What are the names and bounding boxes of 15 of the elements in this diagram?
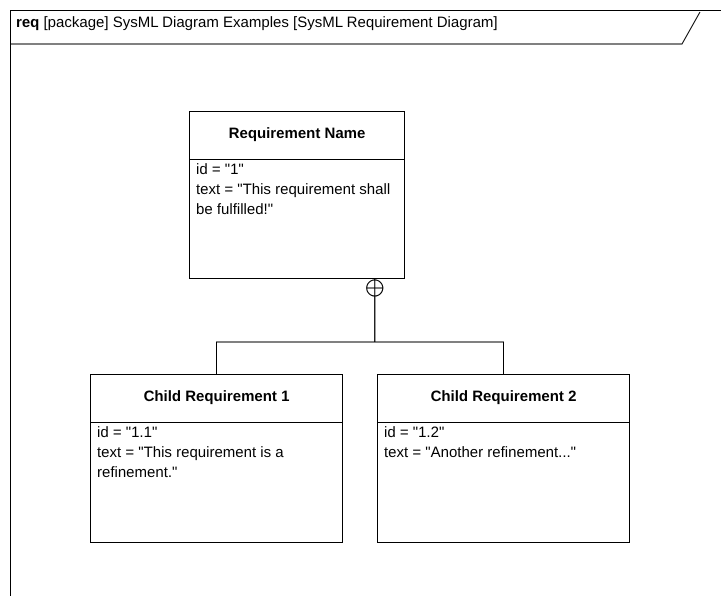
attribute-text: id = "1" <box>195 160 245 180</box>
attribute-text: id = "1.1" <box>96 423 158 443</box>
requirement-box <box>90 374 343 543</box>
attribute-text: text = "Another refinement..." <box>383 443 577 463</box>
requirement-name: Requirement Name <box>190 112 404 160</box>
requirement-box <box>377 374 630 543</box>
attribute-text: text = "This requirement is a refinement." <box>96 443 285 483</box>
requirement-name: Child Requirement 2 <box>378 375 629 423</box>
diagram-frame <box>10 10 721 596</box>
requirement-name: Child Requirement 1 <box>91 375 342 423</box>
requirement-box <box>189 111 405 279</box>
containment-connector <box>366 278 504 374</box>
attribute-text: id = "1.2" <box>383 423 446 443</box>
attribute-text: text = "This requirement shall be fulfilled!" <box>195 180 392 220</box>
frame-title: req [package] SysML Diagram Examples [SysML Requirement Diagram] <box>16 14 498 31</box>
